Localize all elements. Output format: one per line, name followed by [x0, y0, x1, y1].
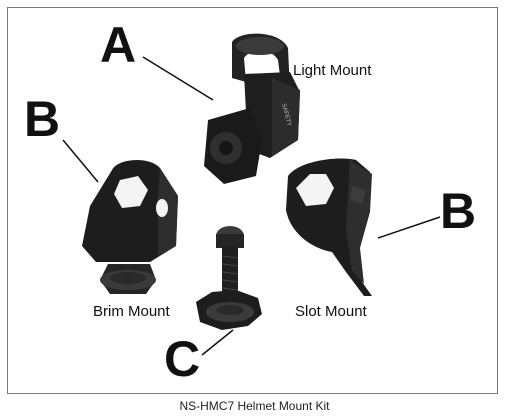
callout-letter-b-right: B [440, 183, 477, 239]
svg-text:SAFETY: SAFETY [280, 103, 292, 127]
slot-mount-part [286, 158, 372, 296]
leader-line-b-right [377, 216, 441, 239]
callout-letter-c: C [164, 331, 201, 387]
figure-frame [7, 7, 498, 394]
leader-line-a [142, 56, 214, 101]
leader-line-b-left [62, 139, 99, 183]
brim-mount-part [82, 159, 178, 294]
slot-mount-label: Slot Mount [295, 303, 367, 320]
light-mount-part: SAFETY [204, 33, 300, 184]
light-mount-label: Light Mount [293, 62, 372, 79]
brim-mount-label: Brim Mount [93, 303, 170, 320]
callout-letter-a: A [100, 17, 137, 73]
leader-line-c [201, 329, 234, 356]
screw-knob-part [196, 226, 262, 330]
figure-caption: NS-HMC7 Helmet Mount Kit [179, 399, 330, 413]
callout-letter-b-left: B [24, 91, 61, 147]
